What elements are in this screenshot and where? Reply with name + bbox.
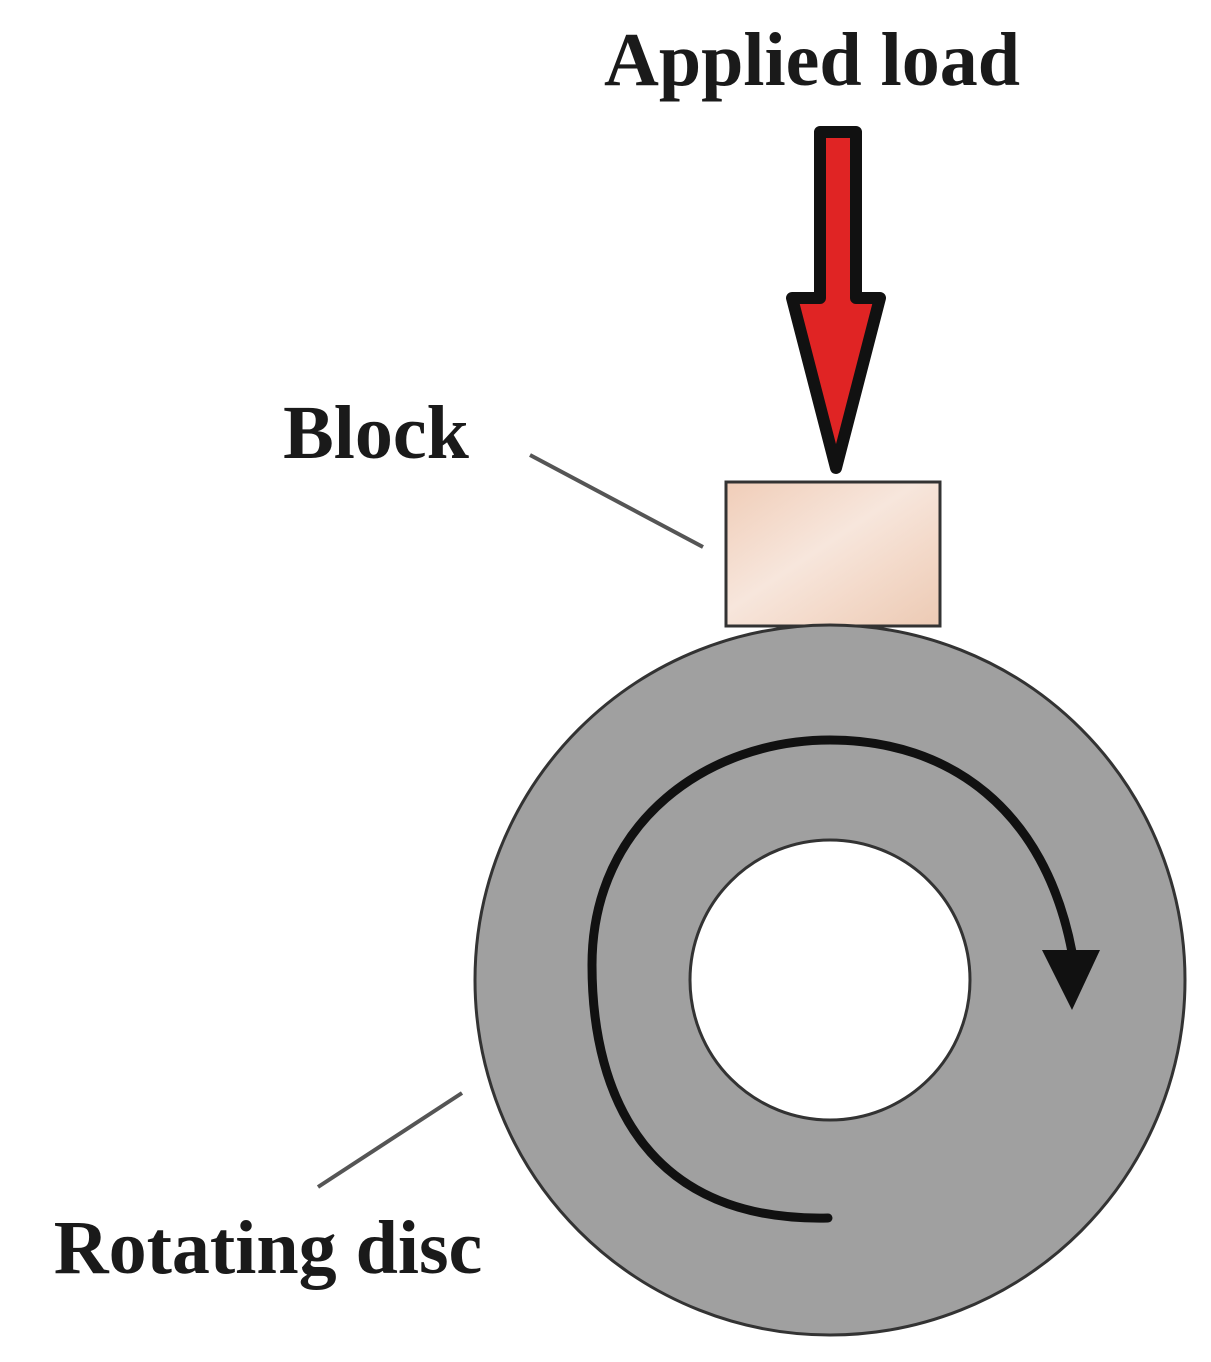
disc-center-hole xyxy=(688,838,972,1122)
block-label: Block xyxy=(283,391,470,475)
applied-load-label: Applied load xyxy=(604,18,1020,102)
block xyxy=(724,480,942,628)
rotating-disc-label: Rotating disc xyxy=(54,1206,483,1290)
down-arrow-icon xyxy=(786,126,886,474)
block-leader-line xyxy=(529,453,704,549)
clockwise-rotation-icon xyxy=(587,735,1077,1223)
rotating-disc-leader-line xyxy=(316,1091,464,1189)
rotation-arrowhead-icon xyxy=(1042,950,1100,1010)
